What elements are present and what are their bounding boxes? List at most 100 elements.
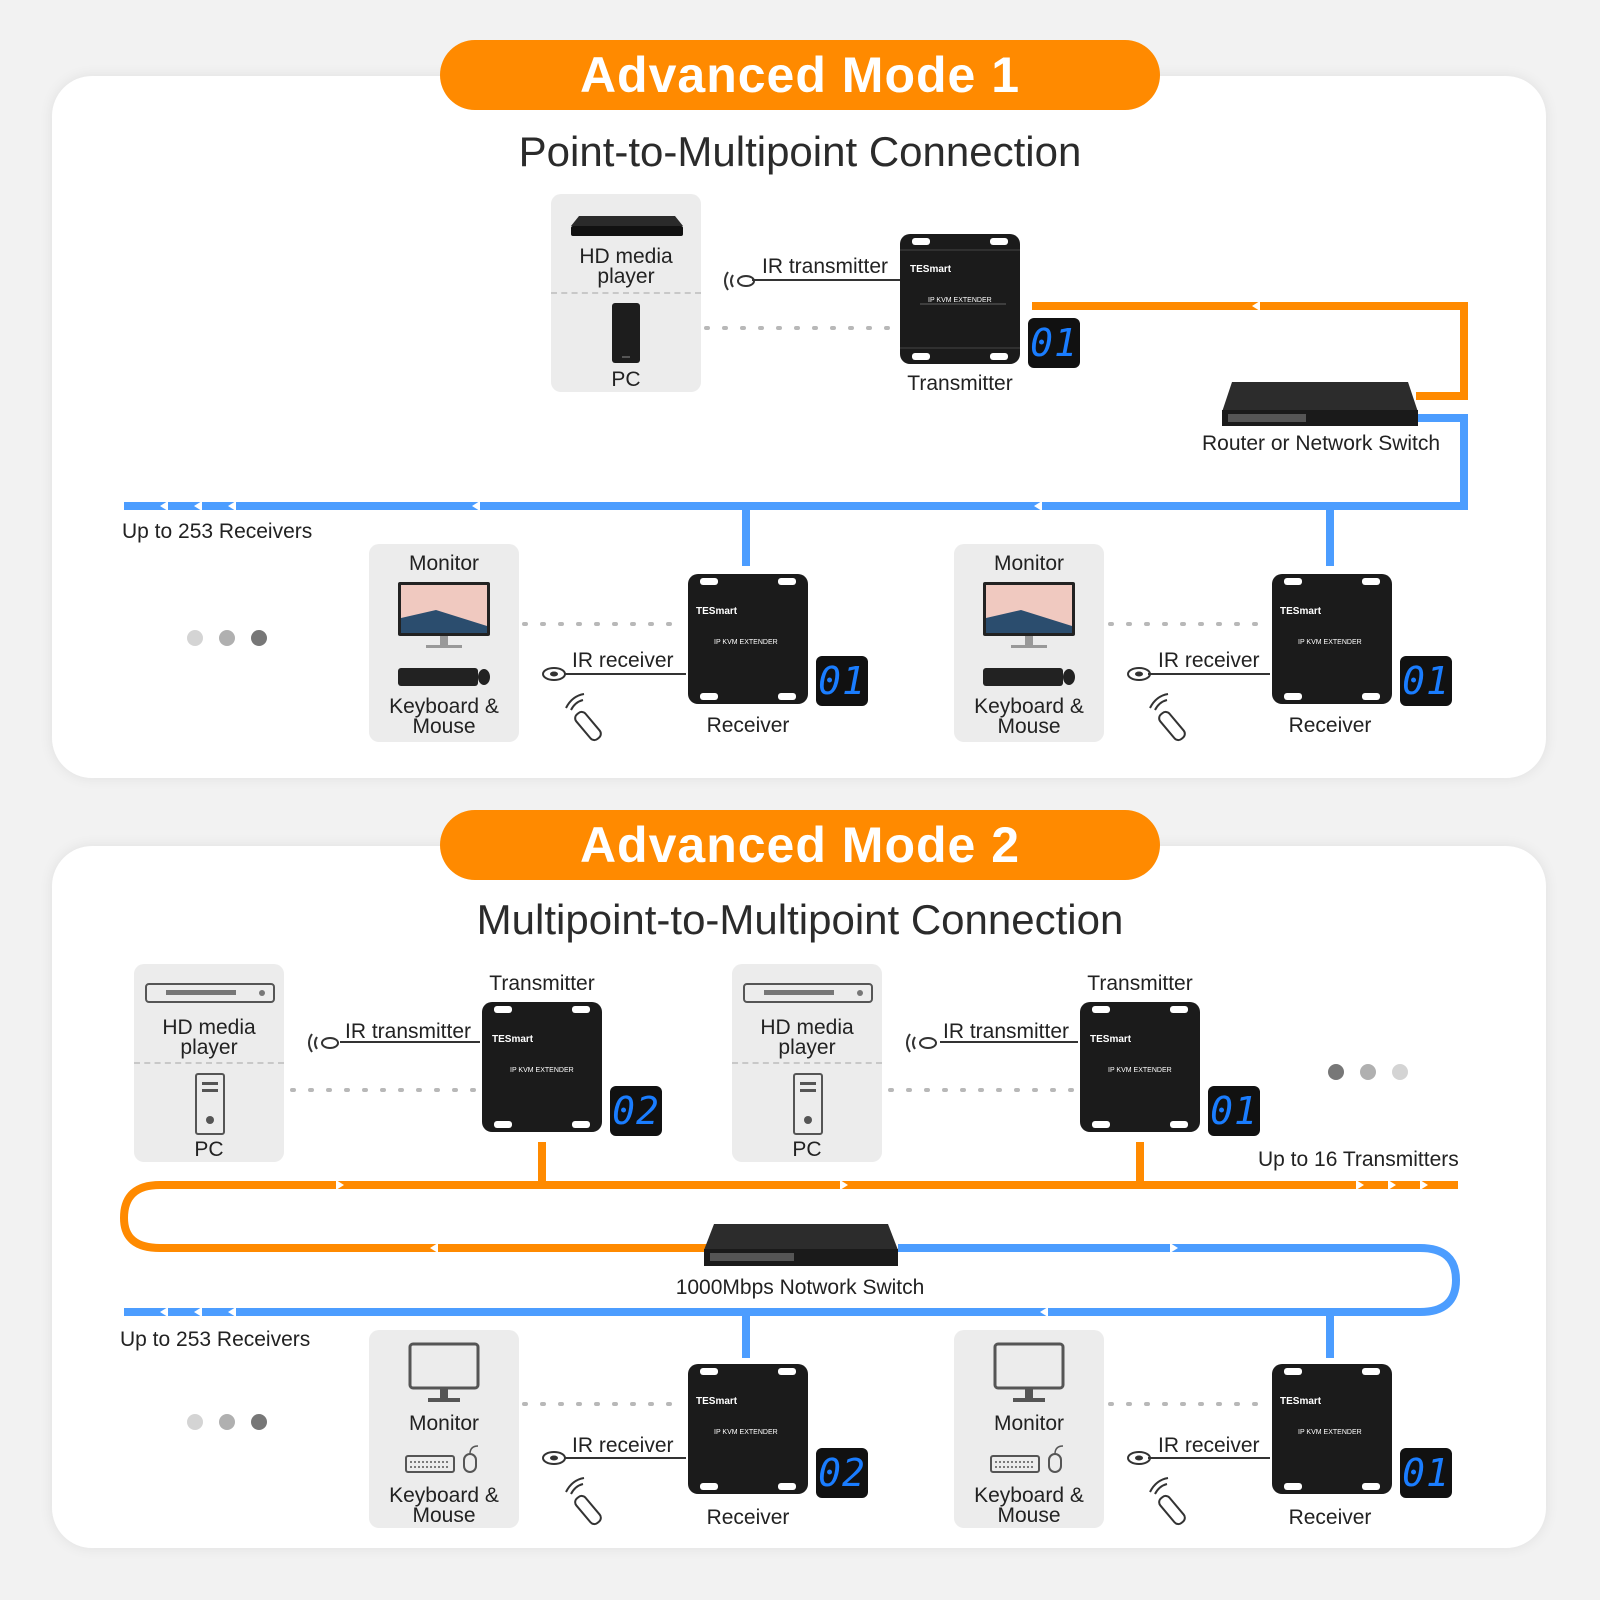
mode2-tx1-pc-label: PC <box>194 1138 224 1161</box>
mode2-rx1-ir-label: IR receiver <box>572 1434 674 1457</box>
keyboard-mouse-icon <box>405 1445 479 1473</box>
mode2-rx2-monitor-label: Monitor <box>993 1412 1065 1435</box>
svg-text:IP KVM EXTENDER: IP KVM EXTENDER <box>1298 1429 1362 1436</box>
svg-text:TESmart: TESmart <box>492 1034 534 1045</box>
remote-control-icon <box>565 693 602 742</box>
mode1-transmitter-label: Transmitter <box>907 372 1013 395</box>
mode2-rx2-ir-label: IR receiver <box>1158 1434 1260 1457</box>
mode2-rx-dot <box>251 1414 267 1430</box>
kvm-receiver-device: TESmart IP KVM EXTENDER <box>688 574 808 704</box>
svg-text:TESmart: TESmart <box>1280 606 1322 617</box>
mode1-rx1-display: 01 <box>816 656 868 706</box>
mode1-bus-arrows <box>160 301 1260 511</box>
mode1-source-bottom-label: PC <box>611 368 641 391</box>
mode2-tx1-label: Transmitter <box>489 972 595 995</box>
mode1-dot <box>187 630 203 646</box>
network-switch-icon <box>1222 382 1418 426</box>
svg-text:TESmart: TESmart <box>1280 1396 1322 1407</box>
mode2-rx1-display: 02 <box>816 1448 868 1498</box>
mode1-dot <box>251 630 267 646</box>
mode1-dot <box>219 630 235 646</box>
mode2-rx1-peripherals-box <box>369 1330 519 1528</box>
mode2-subtitle: Multipoint-to-Multipoint Connection <box>476 896 1124 943</box>
media-player-icon <box>145 983 275 1003</box>
mode2-bus-arrows <box>160 1180 1428 1317</box>
mode1-rx1-keyboard-label: Keyboard & Mouse <box>389 695 499 738</box>
svg-text:TESmart: TESmart <box>696 1396 738 1407</box>
mode1-switch-label: Router or Network Switch <box>1202 432 1441 455</box>
svg-text:IP KVM EXTENDER: IP KVM EXTENDER <box>714 1429 778 1436</box>
mode2-rx2-keyboard-label: Keyboard & Mouse <box>974 1484 1084 1527</box>
mode2-tx2-pc-label: PC <box>792 1138 822 1161</box>
monitor-icon <box>398 582 490 648</box>
svg-text:IP KVM EXTENDER: IP KVM EXTENDER <box>714 639 778 646</box>
mode2-tx2-label: Transmitter <box>1087 972 1193 995</box>
kvm-receiver-device: TESmart IP KVM EXTENDER <box>1272 1364 1392 1494</box>
mode1-rx1-monitor-label: Monitor <box>408 552 480 575</box>
divider <box>732 1062 882 1064</box>
ir-receiver-icon <box>542 1451 566 1465</box>
monitor-icon <box>983 582 1075 648</box>
mode1-source-top-label: HD media player <box>579 245 673 288</box>
pc-tower-icon <box>793 1073 823 1135</box>
kvm-receiver-device: TESmart IP KVM EXTENDER <box>688 1364 808 1494</box>
mode2-tx1-display: 02 <box>610 1086 662 1136</box>
media-player-icon <box>743 983 873 1003</box>
mode1-rx-bus <box>124 414 1468 510</box>
mode1-rx2-label: Receiver <box>1288 714 1372 737</box>
svg-text:TESmart: TESmart <box>696 606 738 617</box>
mode1-rx2-display: 01 <box>1400 656 1452 706</box>
mode2-switch-label: 1000Mbps Notwork Switch <box>675 1276 925 1299</box>
mode1-ir-transmitter-label: IR transmitter <box>762 255 889 278</box>
mode2-receivers-note: Up to 253 Receivers <box>120 1328 311 1351</box>
mode1-rx1-ir-label: IR receiver <box>572 649 674 672</box>
ir-receiver-icon <box>1127 1451 1151 1465</box>
mode2-tx1-source-label: HD media player <box>162 1016 256 1059</box>
keyboard-mouse-icon <box>398 668 490 686</box>
mode2-rx1-monitor-label: Monitor <box>408 1412 480 1435</box>
mode2-rx2-label: Receiver <box>1288 1506 1372 1529</box>
mode2-tx1-source-box <box>134 964 284 1162</box>
mode2-tx2-source-box <box>732 964 882 1162</box>
brand-text: TESmart <box>910 264 952 275</box>
mode2-tx-dot <box>1392 1064 1408 1080</box>
svg-text:IP KVM EXTENDER: IP KVM EXTENDER <box>928 297 992 304</box>
divider <box>134 1062 284 1064</box>
remote-control-icon <box>1149 1477 1186 1526</box>
mode1-tx-display: 01 <box>1028 318 1080 368</box>
mode2-rx1-label: Receiver <box>706 1506 790 1529</box>
mode1-rx2-monitor-label: Monitor <box>993 552 1065 575</box>
mode2-rx2-peripherals-box <box>954 1330 1104 1528</box>
kvm-transmitter-device: TESmart IP KVM EXTENDER <box>900 234 1020 364</box>
network-switch-icon <box>704 1224 898 1266</box>
svg-text:TESmart: TESmart <box>1090 1034 1132 1045</box>
ir-transmitter-icon <box>724 271 755 291</box>
mode2-transmitters-note: Up to 16 Transmitters <box>1258 1148 1459 1171</box>
remote-control-icon <box>565 1477 602 1526</box>
svg-text:IP KVM EXTENDER: IP KVM EXTENDER <box>1298 639 1362 646</box>
monitor-icon <box>993 1342 1065 1402</box>
svg-text:IP KVM EXTENDER: IP KVM EXTENDER <box>1108 1067 1172 1074</box>
kvm-transmitter-device: TESmart IP KVM EXTENDER <box>482 1002 602 1132</box>
media-player-icon <box>571 216 683 236</box>
mode2-rx-dot <box>187 1414 203 1430</box>
svg-text:IP KVM EXTENDER: IP KVM EXTENDER <box>510 1067 574 1074</box>
keyboard-mouse-icon <box>990 1445 1064 1473</box>
mode1-subtitle: Point-to-Multipoint Connection <box>518 128 1082 175</box>
mode2-tx2-source-label: HD media player <box>760 1016 854 1059</box>
mode2-rx-bus <box>124 1244 1461 1316</box>
ir-transmitter-icon <box>308 1033 339 1053</box>
mode2-rx2-display: 01 <box>1400 1448 1452 1498</box>
remote-control-icon <box>1149 693 1186 742</box>
mode1-rx2-ir-label: IR receiver <box>1158 649 1260 672</box>
ir-receiver-icon <box>1127 667 1151 681</box>
mode2-rx1-keyboard-label: Keyboard & Mouse <box>389 1484 499 1527</box>
kvm-transmitter-device: TESmart IP KVM EXTENDER <box>1080 1002 1200 1132</box>
mode1-receivers-note: Up to 253 Receivers <box>122 520 313 543</box>
mode2-tx-dot <box>1328 1064 1344 1080</box>
ir-receiver-icon <box>542 667 566 681</box>
mode1-rx1-label: Receiver <box>706 714 790 737</box>
pc-tower-icon <box>612 303 640 363</box>
